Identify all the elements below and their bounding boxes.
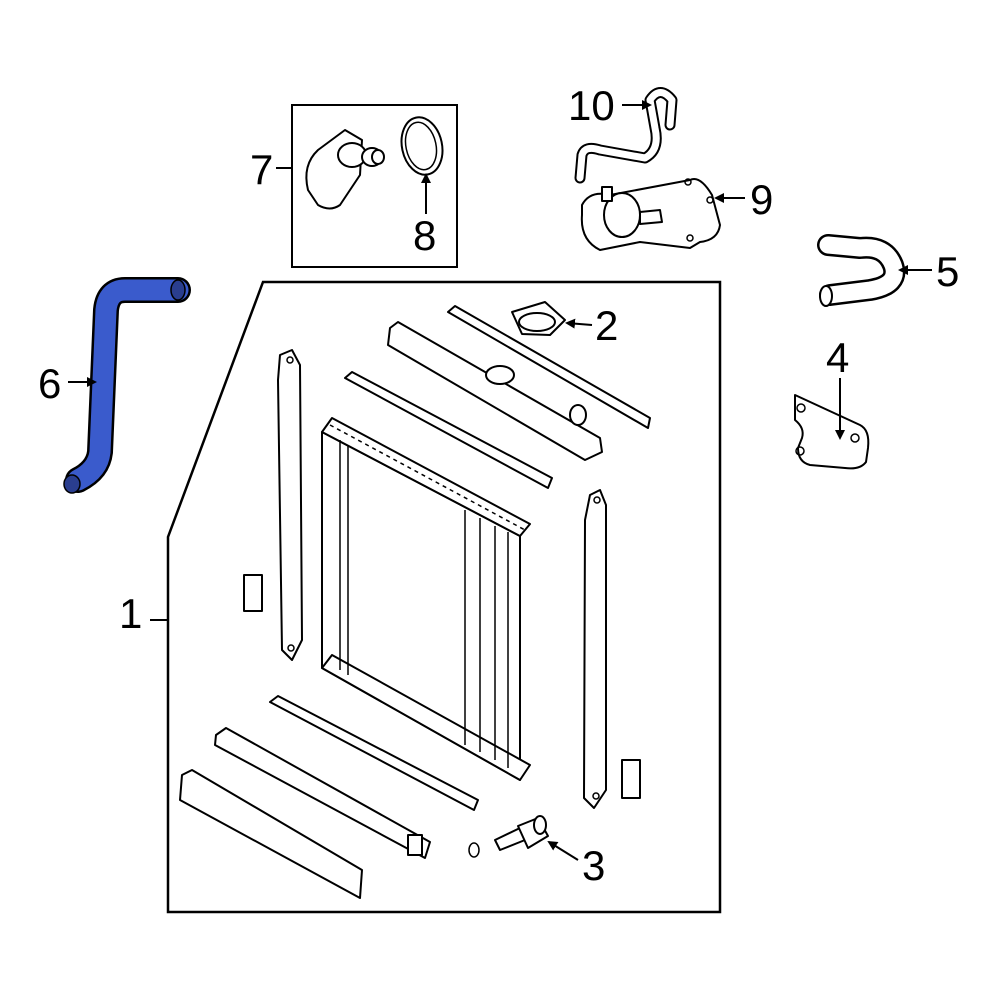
radiator-assembly-frame: [166, 280, 722, 914]
callout-7: 7: [250, 146, 273, 193]
drain-cock-part-3[interactable]: [468, 815, 549, 858]
lower-baffle: [179, 769, 363, 899]
callout-4: 4: [826, 334, 849, 381]
lower-tank: [214, 727, 431, 859]
radiator-cap-part-2[interactable]: [511, 301, 566, 336]
left-side-bracket: [243, 349, 303, 661]
callout-6: 6: [38, 360, 61, 407]
callout-10: 10: [568, 82, 615, 129]
gasket-part-8[interactable]: [396, 113, 447, 178]
lower-seal: [269, 695, 479, 811]
upper-tank: [387, 321, 603, 461]
upper-seal: [344, 371, 553, 489]
leader-lines: [68, 100, 932, 861]
bypass-hose-part-10[interactable]: [574, 87, 678, 184]
thermostat-housing-part-7[interactable]: [305, 129, 385, 210]
hose-part-5[interactable]: [817, 234, 906, 307]
thermostat-inset-frame: [291, 104, 458, 268]
callout-2: 2: [595, 302, 618, 349]
callout-9: 9: [750, 176, 773, 223]
upper-long-seal: [447, 305, 651, 429]
radiator-core: [321, 417, 531, 781]
reservoir-part-9[interactable]: [580, 178, 721, 251]
callout-5: 5: [936, 248, 959, 295]
callout-3: 3: [582, 842, 605, 889]
callout-1: 1: [119, 590, 142, 637]
bracket-part-4[interactable]: [794, 394, 870, 470]
right-side-bracket: [583, 489, 641, 809]
callout-8: 8: [413, 212, 436, 259]
radiator-hose-part-6[interactable]: [63, 277, 191, 494]
